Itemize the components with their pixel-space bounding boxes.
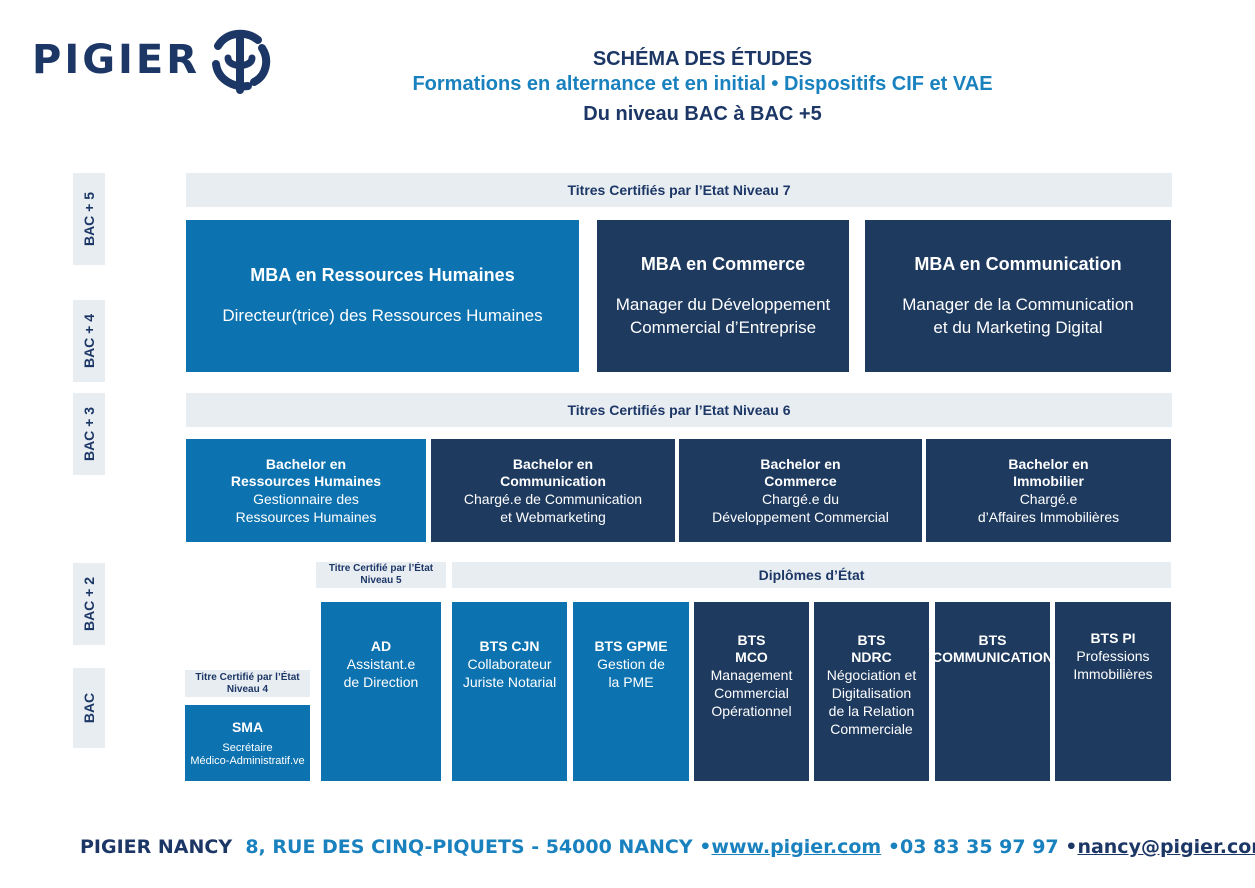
- bts-cjn[interactable]: BTS CJN Collaborateur Juriste Notarial: [452, 602, 567, 781]
- level-tab-bac2: BAC + 2: [73, 563, 105, 645]
- mba-subtitle: Manager de la Communication et du Market…: [902, 294, 1134, 337]
- bachelor-subtitle: Chargé.e d’Affaires Immobilières: [977, 490, 1120, 525]
- bts-subtitle: Professions Immobilières: [1073, 648, 1153, 682]
- mba-title: MBA en Commerce: [640, 253, 806, 274]
- bts-title: BTS PI: [1090, 630, 1136, 646]
- level-label: BAC + 4: [81, 313, 98, 369]
- footer-separator: •: [1065, 836, 1078, 858]
- mba-subtitle: Directeur(trice) des Ressources Humaines: [222, 306, 543, 325]
- footer-website-link[interactable]: www.pigier.com: [711, 836, 882, 858]
- bachelor-title: Bachelor en Immobilier: [1008, 455, 1089, 489]
- footer-address: 8, RUE DES CINQ-PIQUETS - 54000 NANCY: [245, 836, 693, 858]
- sma-subtitle: Secrétaire Médico-Administratif.ve: [190, 741, 305, 767]
- sma-title: SMA: [231, 718, 264, 735]
- page-subtitle: Formations en alternance et en initial •…: [412, 73, 993, 95]
- bachelor-immobilier[interactable]: Bachelor en Immobilier Chargé.e d’Affair…: [926, 439, 1171, 542]
- bts-title: BTS GPME: [594, 638, 668, 654]
- level-label: BAC + 3: [81, 406, 98, 462]
- bachelor-title: Bachelor en Commerce: [760, 455, 841, 489]
- footer-separator: •: [699, 836, 712, 858]
- bts-title: BTS CJN: [479, 638, 540, 654]
- bts-subtitle: Gestion de la PME: [597, 656, 665, 690]
- band-niveau-4: Titre Certifié par l’État Niveau 4: [185, 670, 310, 697]
- ad-box[interactable]: AD Assistant.e de Direction: [321, 602, 441, 781]
- level-tab-bac3: BAC + 3: [73, 393, 105, 475]
- bts-title: BTS COMMUNICATION: [931, 632, 1054, 665]
- bachelor-title: Bachelor en Communication: [500, 455, 606, 489]
- band-niveau-7: Titres Certifiés par l’Etat Niveau 7: [186, 173, 1172, 207]
- bts-mco[interactable]: BTS MCO Management Commercial Opérationn…: [694, 602, 809, 781]
- pigier-logo-icon: [212, 29, 271, 94]
- bts-subtitle: Collaborateur Juriste Notarial: [462, 656, 557, 690]
- ad-subtitle: Assistant.e de Direction: [343, 656, 419, 690]
- bachelor-communication[interactable]: Bachelor en Communication Chargé.e de Co…: [431, 439, 675, 542]
- bts-title: BTS NDRC: [851, 632, 892, 665]
- level-tab-bac5: BAC + 5: [73, 173, 105, 265]
- level-label: BAC: [81, 692, 97, 724]
- footer: PIGIER NANCY 8, RUE DES CINQ-PIQUETS - 5…: [80, 832, 1255, 862]
- bachelor-subtitle: Gestionnaire des Ressources Humaines: [235, 490, 377, 525]
- bachelor-ressources-humaines[interactable]: Bachelor en Ressources Humaines Gestionn…: [186, 439, 426, 542]
- bachelor-commerce[interactable]: Bachelor en Commerce Chargé.e du Dévelop…: [679, 439, 922, 542]
- bts-ndrc[interactable]: BTS NDRC Négociation et Digitalisation d…: [814, 602, 929, 781]
- page-title: SCHÉMA DES ÉTUDES: [592, 48, 813, 70]
- band-diplomes-etat: Diplômes d’État: [452, 562, 1171, 588]
- bachelor-subtitle: Chargé.e de Communication et Webmarketin…: [463, 490, 643, 525]
- bts-title: BTS MCO: [735, 632, 768, 665]
- mba-title: MBA en Ressources Humaines: [250, 265, 515, 285]
- mba-ressources-humaines[interactable]: MBA en Ressources Humaines Directeur(tri…: [186, 220, 579, 372]
- bts-subtitle: Négociation et Digitalisation de la Rela…: [826, 667, 917, 737]
- mba-communication[interactable]: MBA en Communication Manager de la Commu…: [865, 220, 1171, 372]
- bts-subtitle: Management Commercial Opérationnel: [710, 667, 793, 719]
- level-label: BAC + 5: [81, 191, 98, 247]
- mba-commerce[interactable]: MBA en Commerce Manager du Développement…: [597, 220, 849, 372]
- footer-phone: 03 83 35 97 97: [899, 836, 1059, 858]
- band-niveau-6: Titres Certifiés par l’Etat Niveau 6: [186, 393, 1172, 427]
- page-level-range: Du niveau BAC à BAC +5: [583, 103, 822, 125]
- mba-subtitle: Manager du Développement Commercial d’En…: [615, 294, 831, 337]
- footer-email-link[interactable]: nancy@pigier.com: [1077, 836, 1255, 858]
- band-niveau-5: Titre Certifié par l’État Niveau 5: [316, 562, 446, 588]
- pigier-logo-text: PIGIER: [32, 37, 201, 83]
- mba-title: MBA en Communication: [914, 253, 1122, 274]
- bts-communication[interactable]: BTS COMMUNICATION: [931, 602, 1054, 781]
- footer-name: PIGIER NANCY: [80, 836, 233, 858]
- ad-title: AD: [370, 638, 392, 654]
- footer-separator: •: [887, 836, 900, 858]
- bachelor-subtitle: Chargé.e du Développement Commercial: [712, 490, 889, 525]
- sma-box[interactable]: SMA Secrétaire Médico-Administratif.ve: [185, 705, 310, 781]
- bts-gpme[interactable]: BTS GPME Gestion de la PME: [573, 602, 689, 781]
- bts-pi[interactable]: BTS PI Professions Immobilières: [1055, 602, 1171, 781]
- level-tab-bac4: BAC + 4: [73, 300, 105, 382]
- level-tab-bac: BAC: [73, 668, 105, 748]
- level-label: BAC + 2: [81, 576, 98, 632]
- bachelor-title: Bachelor en Ressources Humaines: [230, 455, 382, 489]
